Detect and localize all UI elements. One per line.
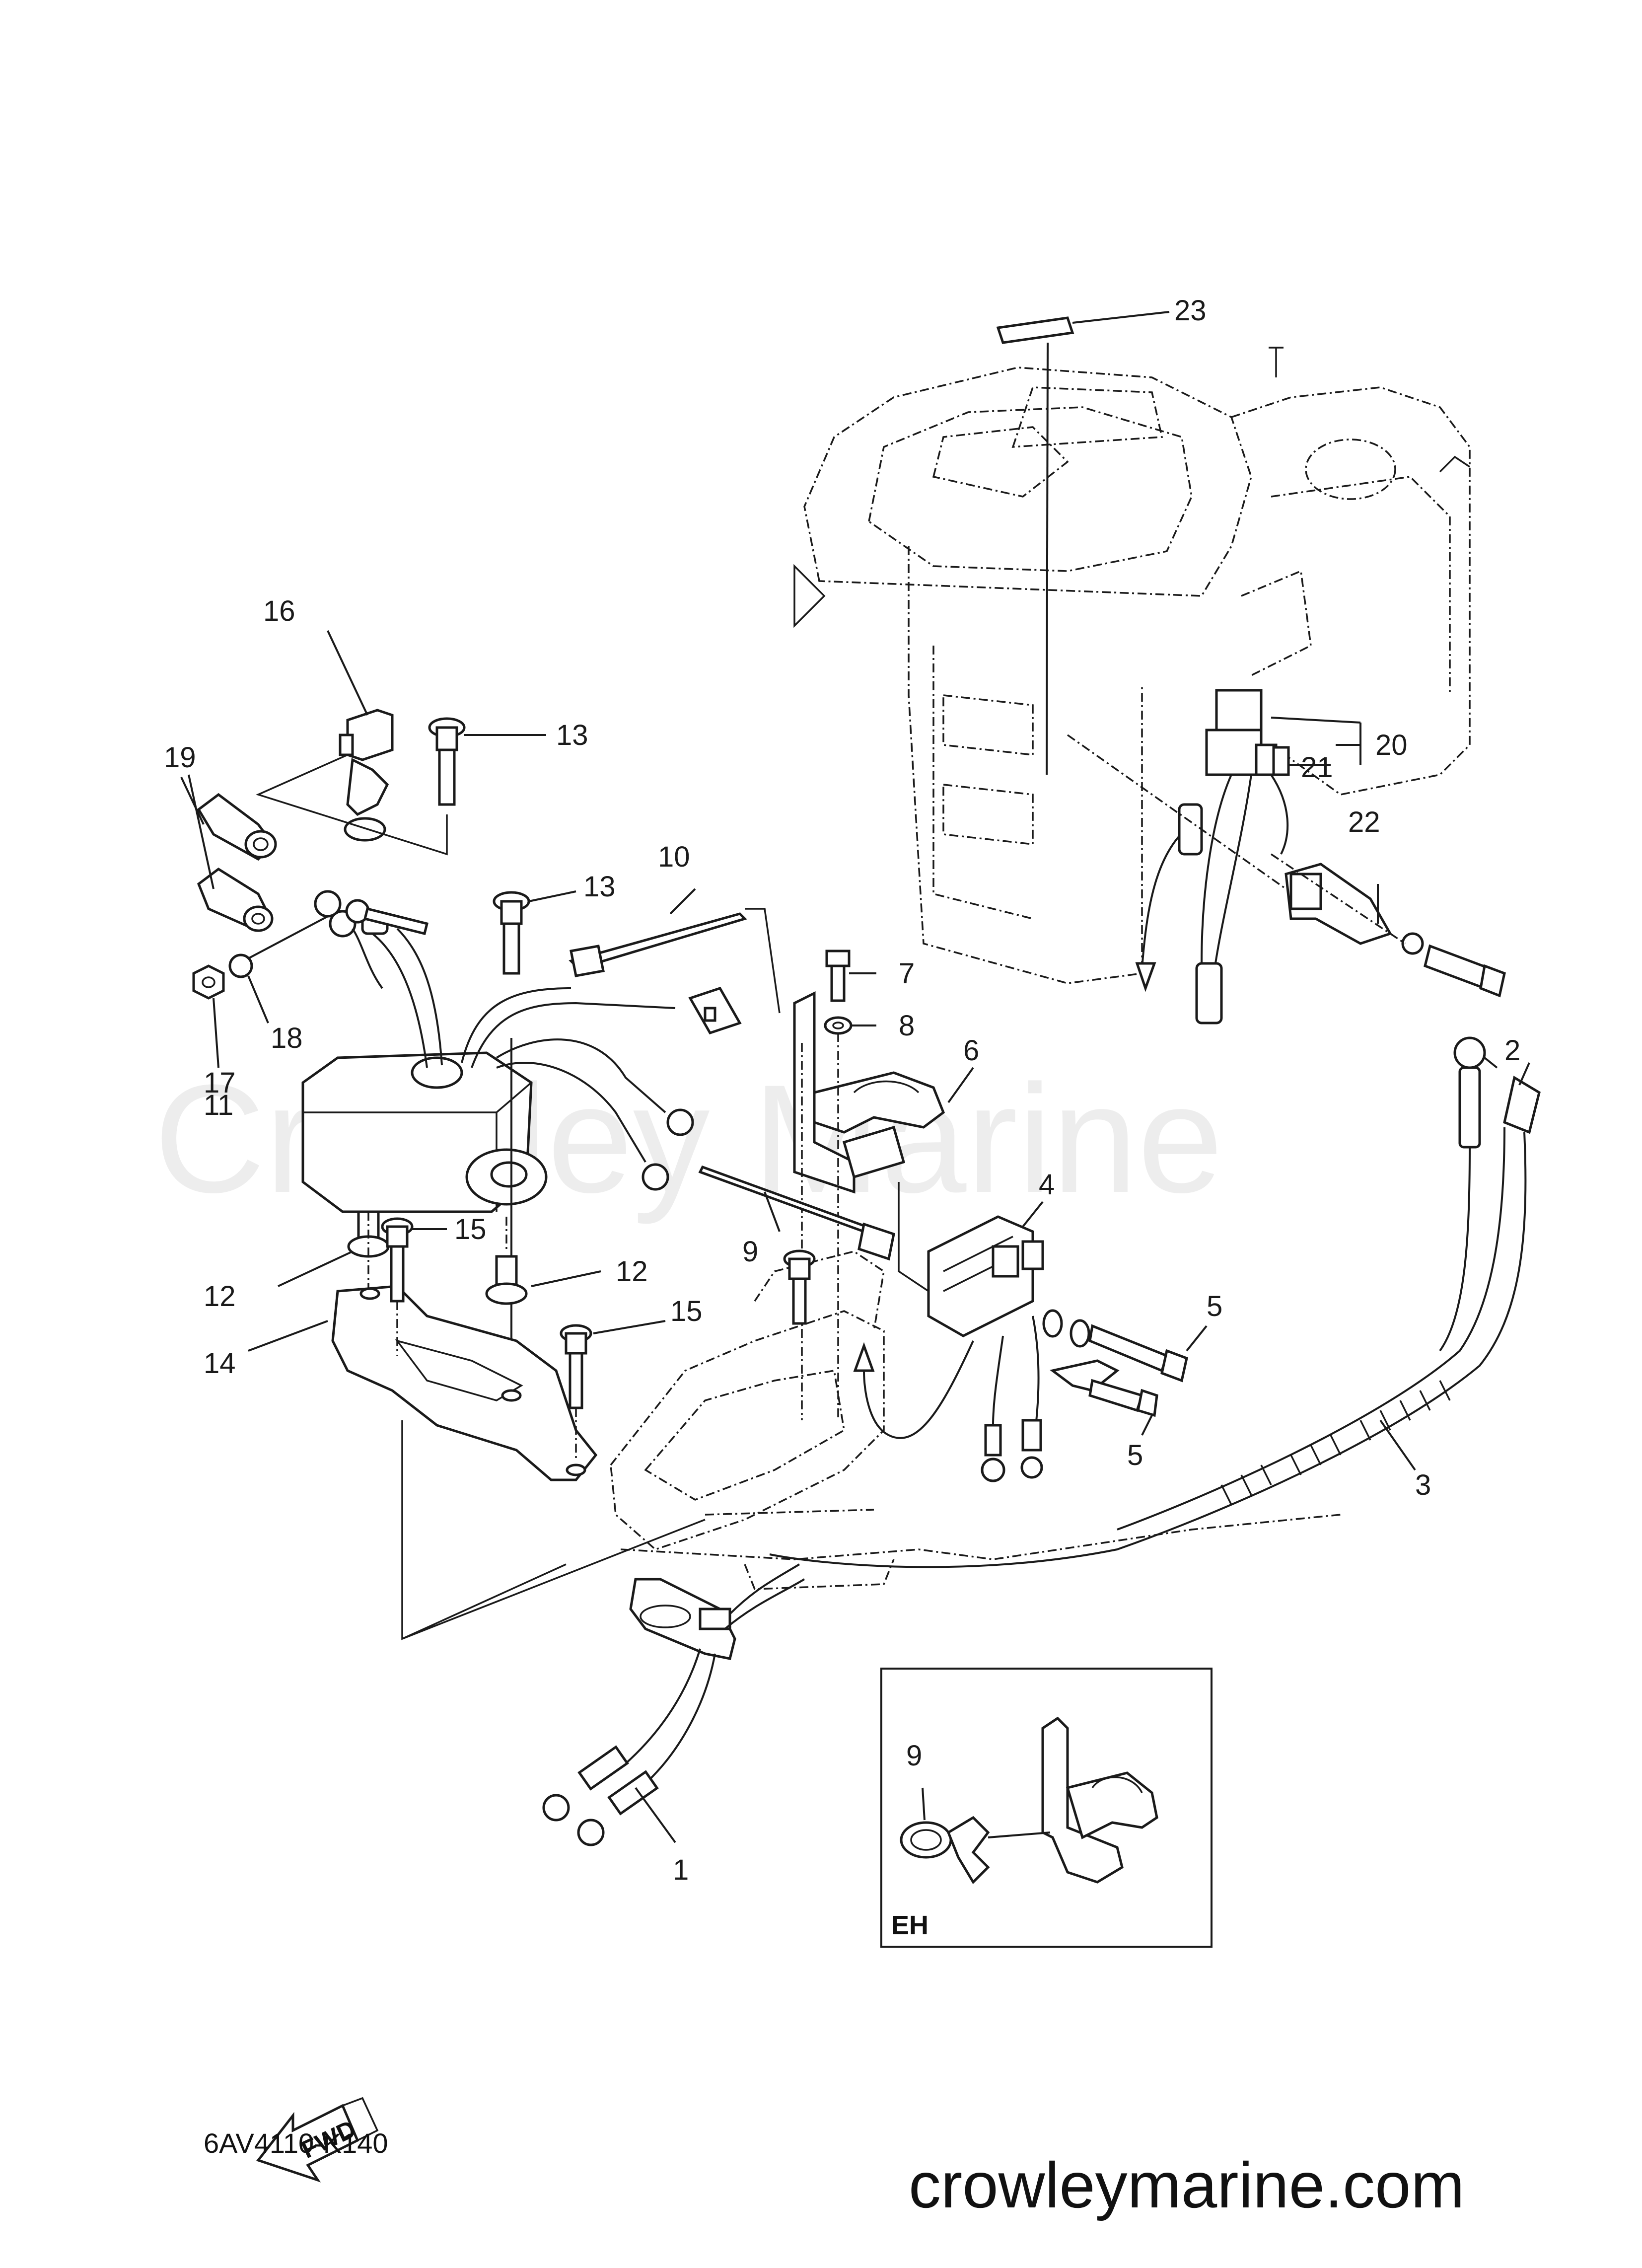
part-11-coil (301, 910, 742, 1430)
callout-13b: 13 (583, 871, 616, 903)
callout-14: 14 (204, 1347, 236, 1380)
callout-5b: 5 (1127, 1439, 1143, 1471)
inset-eh (880, 1668, 1213, 1948)
callout-17: 17 (204, 1067, 236, 1099)
part-13-bolts (428, 717, 576, 975)
callout-7: 7 (899, 957, 915, 990)
callout-3: 3 (1415, 1469, 1431, 1501)
part-15-bolts (381, 1217, 816, 1460)
callout-5a: 5 (1207, 1290, 1222, 1322)
part-23-clip (996, 311, 1170, 775)
fwd-arrow-icon: FWD (256, 2097, 379, 2183)
callouts: 1 2 3 4 5 5 6 7 8 9 9 10 11 12 12 13 13 … (164, 294, 1520, 1886)
callout-11: 11 (204, 1089, 233, 1121)
part-20-21-connectors (1135, 689, 1361, 1024)
callout-15a: 15 (454, 1213, 487, 1245)
part-17-19-hardware (180, 774, 429, 1068)
diagram-code: 6AV4110-K140 (204, 2127, 388, 2159)
callout-4: 4 (1039, 1169, 1055, 1201)
site-label: crowleymarine.com (909, 2149, 1465, 2221)
part-14-plate (248, 1285, 598, 1481)
mount-frame (610, 1250, 1341, 1590)
callout-8: 8 (899, 1010, 915, 1042)
callout-19: 19 (164, 741, 196, 774)
callout-9a: 9 (742, 1236, 758, 1268)
callout-18: 18 (271, 1022, 303, 1054)
inset-label: EH (891, 1910, 928, 1940)
callout-10: 10 (658, 841, 690, 873)
callout-22: 22 (1348, 806, 1380, 838)
callout-20: 20 (1375, 729, 1408, 761)
callout-9b: 9 (906, 1740, 922, 1772)
callout-12a: 12 (204, 1280, 236, 1313)
part-2-3-cable (769, 1036, 1541, 1568)
part-4-relay (853, 1201, 1044, 1482)
part-6-bracket (793, 950, 974, 1420)
part-9-10-ties (569, 888, 895, 1261)
part-16-switch (256, 630, 448, 856)
callout-2: 2 (1504, 1034, 1520, 1067)
part-1-grommet (401, 1420, 805, 1846)
callout-15b: 15 (670, 1295, 703, 1327)
callout-21: 21 (1301, 751, 1333, 784)
part-5-bolts (1042, 1309, 1208, 1436)
callout-1: 1 (673, 1854, 689, 1886)
callout-12b: 12 (616, 1255, 648, 1288)
engine-block (793, 347, 1471, 984)
part-12-sleeves (278, 1210, 601, 1371)
part-22-bracket (1067, 734, 1506, 998)
callout-13a: 13 (556, 719, 588, 751)
callout-23: 23 (1174, 294, 1207, 327)
callout-16: 16 (263, 595, 295, 627)
callout-6: 6 (963, 1034, 979, 1067)
